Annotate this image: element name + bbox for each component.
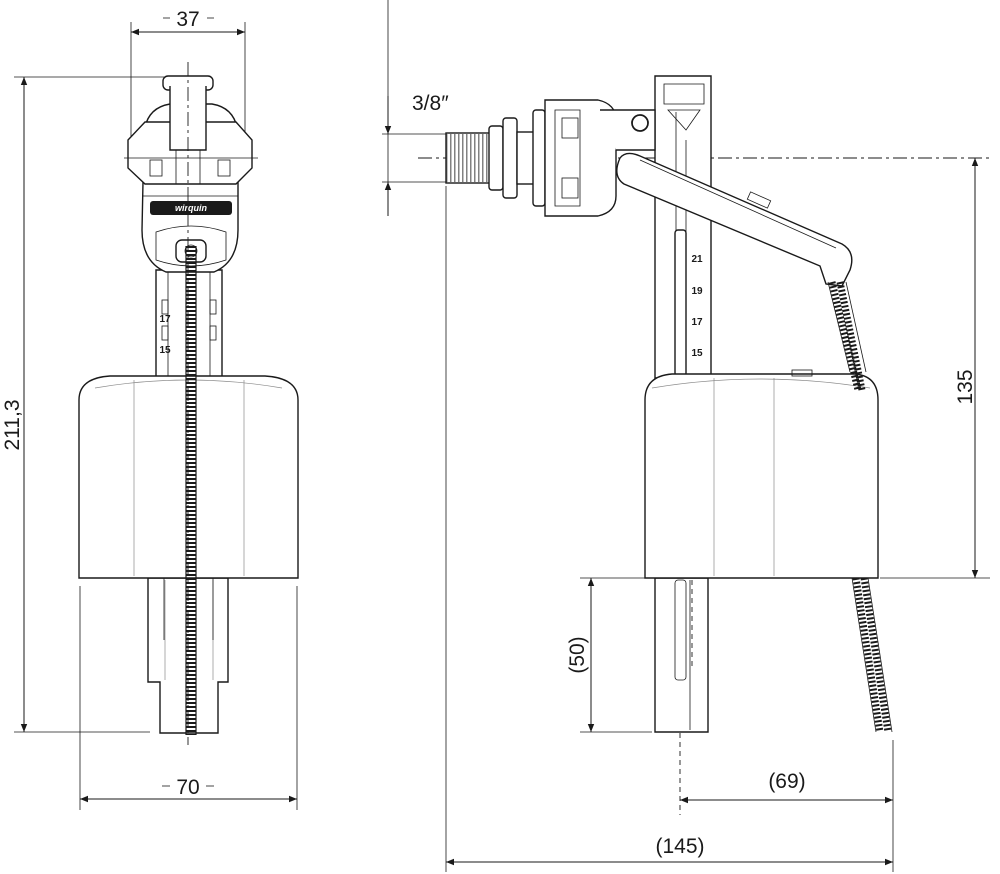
brand-logo: wirquin	[175, 203, 207, 213]
scale-mark-17: 17	[691, 317, 703, 328]
dimension-bottom-width: 70	[79, 586, 298, 810]
scale-mark-19: 19	[691, 286, 703, 297]
dimension-label-211-3: 211,3	[1, 400, 24, 451]
front-valve-head: wirquin	[124, 75, 258, 273]
dimension-label-69: (69)	[768, 770, 805, 793]
dimension-top-width: 37	[130, 8, 246, 150]
side-view: 3/8″ (145) (69) 135 (50)	[382, 0, 990, 872]
front-view: 37 211,3 70	[1, 8, 299, 810]
brand-logo-plate	[150, 201, 232, 215]
dimension-label-70: 70	[176, 776, 199, 799]
scale-mark-15: 15	[691, 348, 703, 359]
side-lever-arm	[616, 152, 853, 287]
scale-mark-21: 21	[691, 254, 703, 265]
dimension-label-thread: 3/8″	[412, 92, 449, 115]
front-scale-15: 15	[159, 345, 171, 356]
side-float	[644, 369, 879, 579]
dimension-label-145: (145)	[655, 835, 704, 858]
dimension-overall-length: (145)	[445, 186, 894, 872]
dimension-float-height: 135	[880, 158, 990, 579]
front-chain	[185, 246, 197, 735]
dimension-label-135: 135	[954, 369, 977, 404]
side-stem: 21 19 17 15	[654, 75, 712, 733]
dimension-label-50: (50)	[566, 636, 589, 673]
side-chain	[827, 281, 893, 733]
dimension-lower-offset: (50)	[566, 577, 652, 733]
side-valve-head	[544, 99, 656, 217]
dimension-label-37: 37	[176, 8, 199, 31]
front-float	[78, 375, 299, 579]
dimension-total-height: 211,3	[1, 76, 170, 733]
front-scale-17: 17	[159, 314, 171, 325]
side-inlet-shank	[445, 109, 546, 207]
